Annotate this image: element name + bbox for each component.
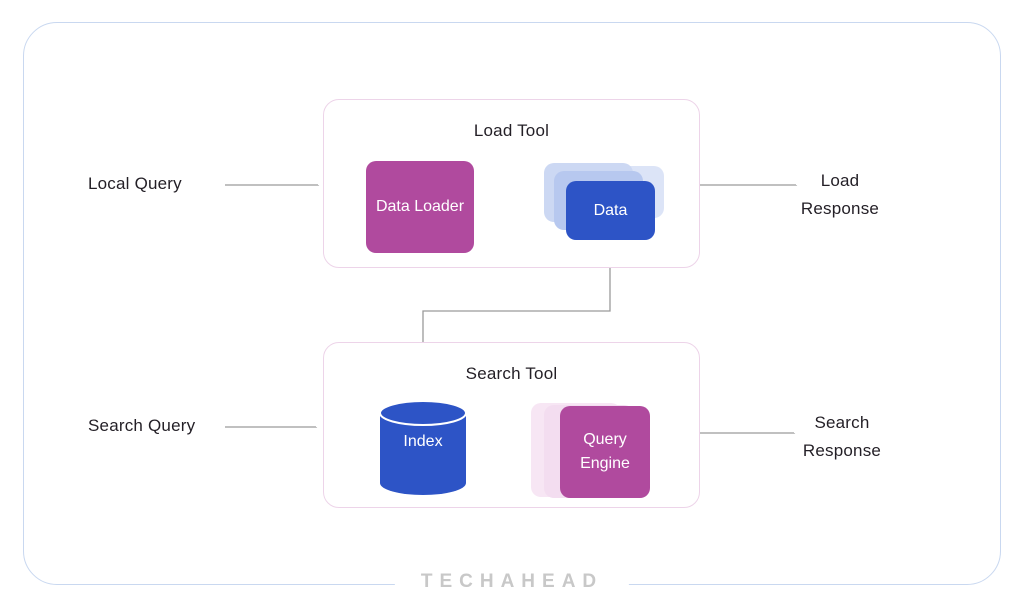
techahead-logo: TECHAHEAD [394, 571, 630, 593]
search-query-label: Search Query [88, 416, 196, 435]
search-response-label: Search Response [802, 413, 882, 460]
local-query-label: Local Query [88, 174, 182, 193]
load-tool-title: Load Tool [473, 121, 550, 140]
query-engine-node: Query Engine [560, 406, 650, 498]
index-database-icon: Index [378, 399, 468, 497]
index-label: Index [403, 433, 443, 450]
data-node: Data [566, 181, 655, 240]
data-loader-node: Data Loader [366, 161, 474, 253]
search-tool-title: Search Tool [465, 364, 558, 383]
load-response-label: Load Response [800, 171, 880, 218]
